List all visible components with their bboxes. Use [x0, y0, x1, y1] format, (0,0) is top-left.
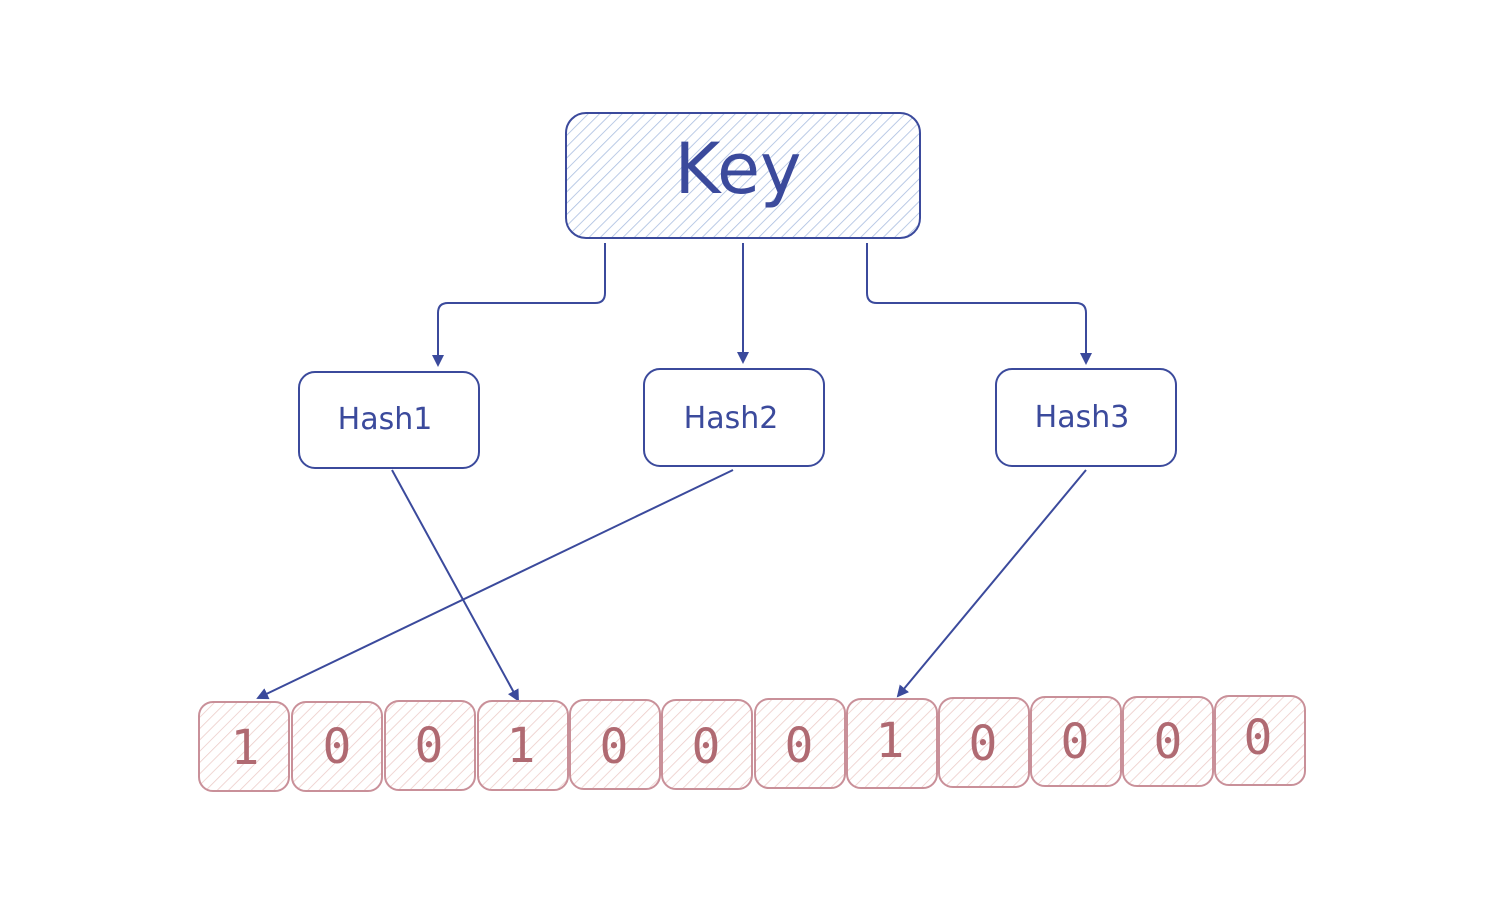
bit-cell: 0: [661, 699, 753, 790]
hash1-box: [298, 371, 480, 469]
bit-cell-box: [477, 700, 569, 791]
key-label: Key: [675, 128, 802, 210]
bit-cell-box: [1030, 696, 1122, 787]
bit-value: 0: [1154, 714, 1183, 770]
bit-cell: 0: [1214, 695, 1306, 786]
bit-value: 0: [692, 719, 721, 775]
bit-cell-box: [754, 698, 846, 789]
bit-cell: 0: [384, 700, 476, 791]
bit-value: 0: [1244, 710, 1273, 766]
bit-cell-box: [291, 701, 383, 792]
hash2-node: Hash2: [643, 368, 825, 467]
hash1-label: Hash1: [338, 402, 433, 437]
hash1-node: Hash1: [298, 371, 480, 469]
bit-array: 1 0 0 1 0 0 0 1: [198, 695, 1306, 792]
bit-value: 0: [969, 716, 998, 772]
bit-cell-box: [198, 701, 290, 792]
bit-cell: 1: [846, 698, 938, 789]
edge-hash2-to-bit: [256, 469, 734, 700]
bit-value: 0: [600, 719, 629, 775]
bit-cell-box: [661, 699, 753, 790]
bit-cell: 0: [569, 699, 661, 790]
bit-cell-box: [1214, 695, 1306, 786]
edge-hash3-to-bit: [896, 469, 1087, 698]
bit-cell: 0: [1030, 696, 1122, 787]
bit-cell: 1: [198, 701, 290, 792]
bit-value: 0: [415, 718, 444, 774]
hash3-node: Hash3: [995, 368, 1177, 467]
key-box: [565, 112, 921, 239]
key-node: Key: [565, 112, 921, 239]
bit-cell-box: [938, 697, 1030, 788]
bit-value: 0: [323, 719, 352, 775]
bit-value: 1: [507, 718, 536, 774]
bit-cell: 0: [1122, 696, 1214, 787]
bit-cell-box: [846, 698, 938, 789]
hash2-label: Hash2: [684, 401, 779, 436]
bit-value: 0: [1061, 714, 1090, 770]
hash2-box: [643, 368, 825, 467]
hash3-label: Hash3: [1035, 400, 1130, 435]
bit-cell-box: [1122, 696, 1214, 787]
bit-value: 1: [876, 713, 905, 769]
bit-cell-box: [569, 699, 661, 790]
bit-cell: 0: [291, 701, 383, 792]
edge-hash1-to-bit: [391, 469, 519, 702]
bit-value: 0: [785, 718, 814, 774]
edge-key-to-hash1: [432, 243, 606, 367]
bit-value: 1: [231, 720, 260, 776]
hash3-box: [995, 368, 1177, 467]
bit-cell: 0: [754, 698, 846, 789]
edge-key-to-hash3: [866, 243, 1092, 365]
bit-cell: 1: [477, 700, 569, 791]
bit-cell-box: [384, 700, 476, 791]
bit-cell: 0: [938, 697, 1030, 788]
